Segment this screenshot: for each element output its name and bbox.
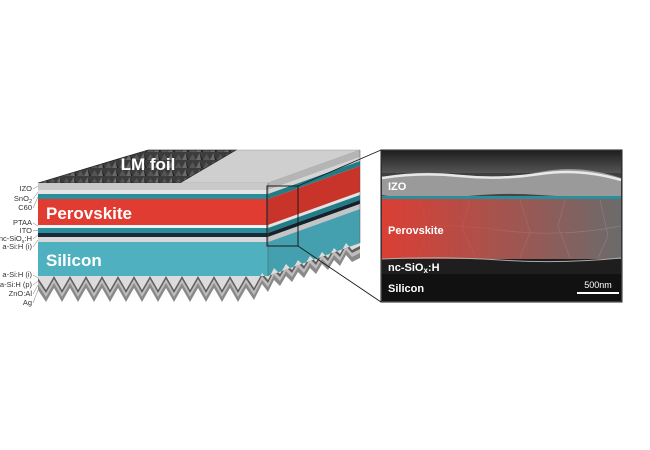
leader-asih-p: [32, 280, 39, 286]
layer-izo-front: [38, 183, 268, 190]
label-c60: C60: [18, 203, 32, 212]
sem-ncsiox-band: [382, 259, 621, 274]
label-ag: Ag: [23, 298, 32, 307]
leader-ncsiox: [32, 234, 39, 240]
back-znoal: [38, 243, 360, 297]
zoom-box: [266, 185, 299, 247]
layer-sno2-front: [38, 190, 268, 194]
sem-scale-label: 500nm: [584, 280, 612, 290]
sem-c60-line: [382, 196, 621, 199]
sem-label-ncsiox: nc-SiOx:H: [388, 262, 440, 275]
leader-ptaa: [32, 222, 39, 227]
layer-ptaa-front: [38, 225, 268, 228]
layer-ito-front: [38, 228, 268, 233]
sem-izo-band: [382, 169, 621, 200]
sem-perovskite-tint: [382, 199, 621, 259]
layer-c60-side: [268, 161, 360, 199]
layer-silicon-front: [38, 242, 268, 276]
layer-c60-front: [38, 194, 268, 199]
perovskite-label: Perovskite: [46, 204, 132, 223]
layer-asih-i-front: [38, 237, 268, 242]
layer-perovskite-front: [38, 199, 268, 225]
label-asih-i-bottom: a-Si:H (i): [2, 270, 32, 279]
layer-ito-side: [268, 195, 360, 233]
layer-izo-side: [268, 150, 360, 190]
sem-label-perovskite: Perovskite: [388, 225, 444, 237]
layer-asih-i-side: [268, 204, 360, 242]
leader-ito: [32, 229, 39, 232]
layer-ncsiox-side: [268, 200, 360, 237]
layer-silicon-side: [268, 209, 360, 276]
layer-ptaa-side: [268, 192, 360, 228]
label-znoal: ZnO:Al: [9, 289, 33, 298]
leader-izo: [32, 185, 39, 190]
label-ncsiox: nc-SiOx:H: [0, 234, 32, 245]
sem-silicon-region: [382, 274, 621, 301]
sem-ncsiox-edge: [381, 257, 622, 263]
sem-label-izo: IZO: [388, 181, 407, 193]
foil-label: LM foil: [121, 155, 176, 174]
leader-asih-i-top: [32, 239, 39, 248]
textured-back: [38, 243, 360, 302]
label-asih-i-top: a-Si:H (i): [2, 242, 32, 251]
leader-asih-i-bottom: [32, 274, 39, 279]
leader-znoal: [32, 284, 39, 295]
label-sno2: SnO2: [14, 194, 32, 205]
sem-top-region: [382, 151, 621, 173]
left-layer-labels: IZO SnO2 C60 PTAA ITO nc-SiOx:H a-Si:H (…: [0, 184, 39, 307]
layer-ncsiox-front: [38, 233, 268, 237]
leader-c60: [32, 196, 39, 209]
leader-sno2: [32, 191, 39, 200]
label-izo: IZO: [20, 184, 33, 193]
silicon-label: Silicon: [46, 251, 102, 270]
zoom-indicator: [266, 149, 382, 303]
layer-stack: LM foil Perovskite Silicon: [37, 149, 361, 302]
back-ag: [38, 243, 360, 302]
label-asih-p: a-Si:H (p): [0, 280, 32, 289]
zoom-connector-top: [297, 149, 382, 187]
sem-inset: IZO Perovskite nc-SiOx:H Silicon 500nm: [380, 149, 623, 303]
leader-ag: [32, 289, 39, 304]
label-ptaa: PTAA: [13, 218, 32, 227]
label-ito: ITO: [20, 226, 33, 235]
sem-izo-highlight: [381, 170, 622, 182]
sem-scale-bar: [577, 292, 619, 294]
zoom-connector-bottom: [297, 245, 382, 303]
layer-perovskite-side: [268, 166, 360, 225]
layer-sno2-side: [268, 157, 360, 194]
sem-label-silicon: Silicon: [388, 283, 424, 295]
